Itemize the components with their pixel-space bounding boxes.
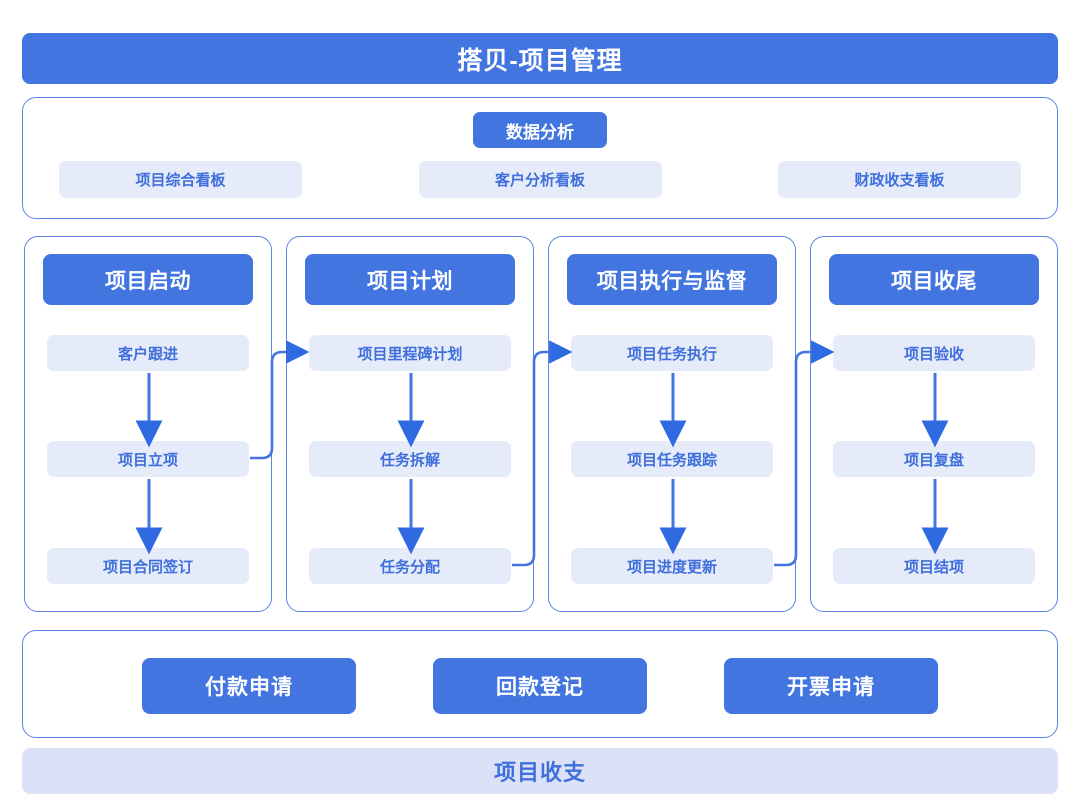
- phase-item-milestone-plan[interactable]: 项目里程碑计划: [309, 335, 511, 371]
- phase-header-project-closure[interactable]: 项目收尾: [829, 254, 1039, 305]
- phase-item-project-closeout[interactable]: 项目结项: [833, 548, 1035, 584]
- analytics-section-badge: 数据分析: [473, 112, 607, 148]
- analytics-item-project-overview-dashboard[interactable]: 项目综合看板: [59, 161, 302, 198]
- phase-title: 项目启动: [105, 269, 191, 293]
- phase-item-label: 任务拆解: [379, 451, 440, 469]
- analytics-item-list: 项目综合看板 客户分析看板 财政收支看板: [59, 161, 1021, 198]
- payment-request-button[interactable]: 付款申请: [142, 658, 356, 714]
- phase-item-project-acceptance[interactable]: 项目验收: [833, 335, 1035, 371]
- phase-header-project-planning[interactable]: 项目计划: [305, 254, 515, 305]
- analytics-item-label: 项目综合看板: [135, 172, 226, 189]
- analytics-panel: 数据分析 项目综合看板 客户分析看板 财政收支看板: [22, 97, 1058, 219]
- page-title: 搭贝-项目管理: [457, 46, 623, 75]
- footer-label: 项目收支: [493, 760, 586, 785]
- phase-item-label: 项目结项: [903, 558, 964, 576]
- phase-item-task-breakdown[interactable]: 任务拆解: [309, 441, 511, 477]
- phase-item-label: 项目验收: [903, 345, 964, 363]
- app-title-bar: 搭贝-项目管理: [22, 33, 1058, 84]
- phase-title: 项目收尾: [891, 269, 977, 293]
- analytics-item-finance-dashboard[interactable]: 财政收支看板: [778, 161, 1021, 198]
- finance-button-group: 付款申请 回款登记 开票申请: [142, 658, 938, 714]
- phase-header-execution-monitoring[interactable]: 项目执行与监督: [567, 254, 777, 305]
- phase-item-task-tracking[interactable]: 项目任务跟踪: [571, 441, 773, 477]
- phase-item-contract-signing[interactable]: 项目合同签订: [47, 548, 249, 584]
- phase-item-label: 任务分配: [379, 558, 440, 576]
- finance-panel: 付款申请 回款登记 开票申请: [22, 630, 1058, 738]
- phase-item-task-assignment[interactable]: 任务分配: [309, 548, 511, 584]
- phase-columns: 项目启动 客户跟进 项目立项 项目合同签订: [0, 236, 1080, 614]
- phase-item-label: 项目复盘: [903, 451, 964, 469]
- invoice-request-button[interactable]: 开票申请: [724, 658, 938, 714]
- phase-item-label: 项目进度更新: [626, 558, 717, 576]
- phase-title: 项目执行与监督: [596, 269, 748, 293]
- phase-item-project-review[interactable]: 项目复盘: [833, 441, 1035, 477]
- analytics-badge-label: 数据分析: [506, 122, 574, 142]
- phase-column-execution-monitoring: 项目执行与监督 项目任务执行 项目任务跟踪 项目进度更新: [548, 236, 796, 612]
- phase-header-project-initiation[interactable]: 项目启动: [43, 254, 253, 305]
- phase-item-label: 项目合同签订: [102, 558, 193, 576]
- phase-item-progress-update[interactable]: 项目进度更新: [571, 548, 773, 584]
- phase-column-project-planning: 项目计划 项目里程碑计划 任务拆解 任务分配: [286, 236, 534, 612]
- analytics-item-label: 客户分析看板: [494, 172, 585, 189]
- phase-item-label: 项目任务跟踪: [626, 451, 717, 469]
- analytics-item-label: 财政收支看板: [854, 172, 945, 189]
- phase-column-project-initiation: 项目启动 客户跟进 项目立项 项目合同签订: [24, 236, 272, 612]
- phase-column-project-closure: 项目收尾 项目验收 项目复盘 项目结项: [810, 236, 1058, 612]
- phase-item-label: 客户跟进: [117, 345, 178, 363]
- phase-item-label: 项目立项: [117, 451, 178, 469]
- analytics-item-customer-analysis-dashboard[interactable]: 客户分析看板: [418, 161, 662, 198]
- phase-item-task-execution[interactable]: 项目任务执行: [571, 335, 773, 371]
- phase-item-label: 项目里程碑计划: [357, 345, 463, 363]
- footer-section-bar: 项目收支: [22, 748, 1058, 794]
- phase-item-label: 项目任务执行: [626, 345, 717, 363]
- phase-title: 项目计划: [367, 269, 453, 293]
- payment-receipt-register-button[interactable]: 回款登记: [433, 658, 647, 714]
- phase-item-project-setup[interactable]: 项目立项: [47, 441, 249, 477]
- phase-item-customer-followup[interactable]: 客户跟进: [47, 335, 249, 371]
